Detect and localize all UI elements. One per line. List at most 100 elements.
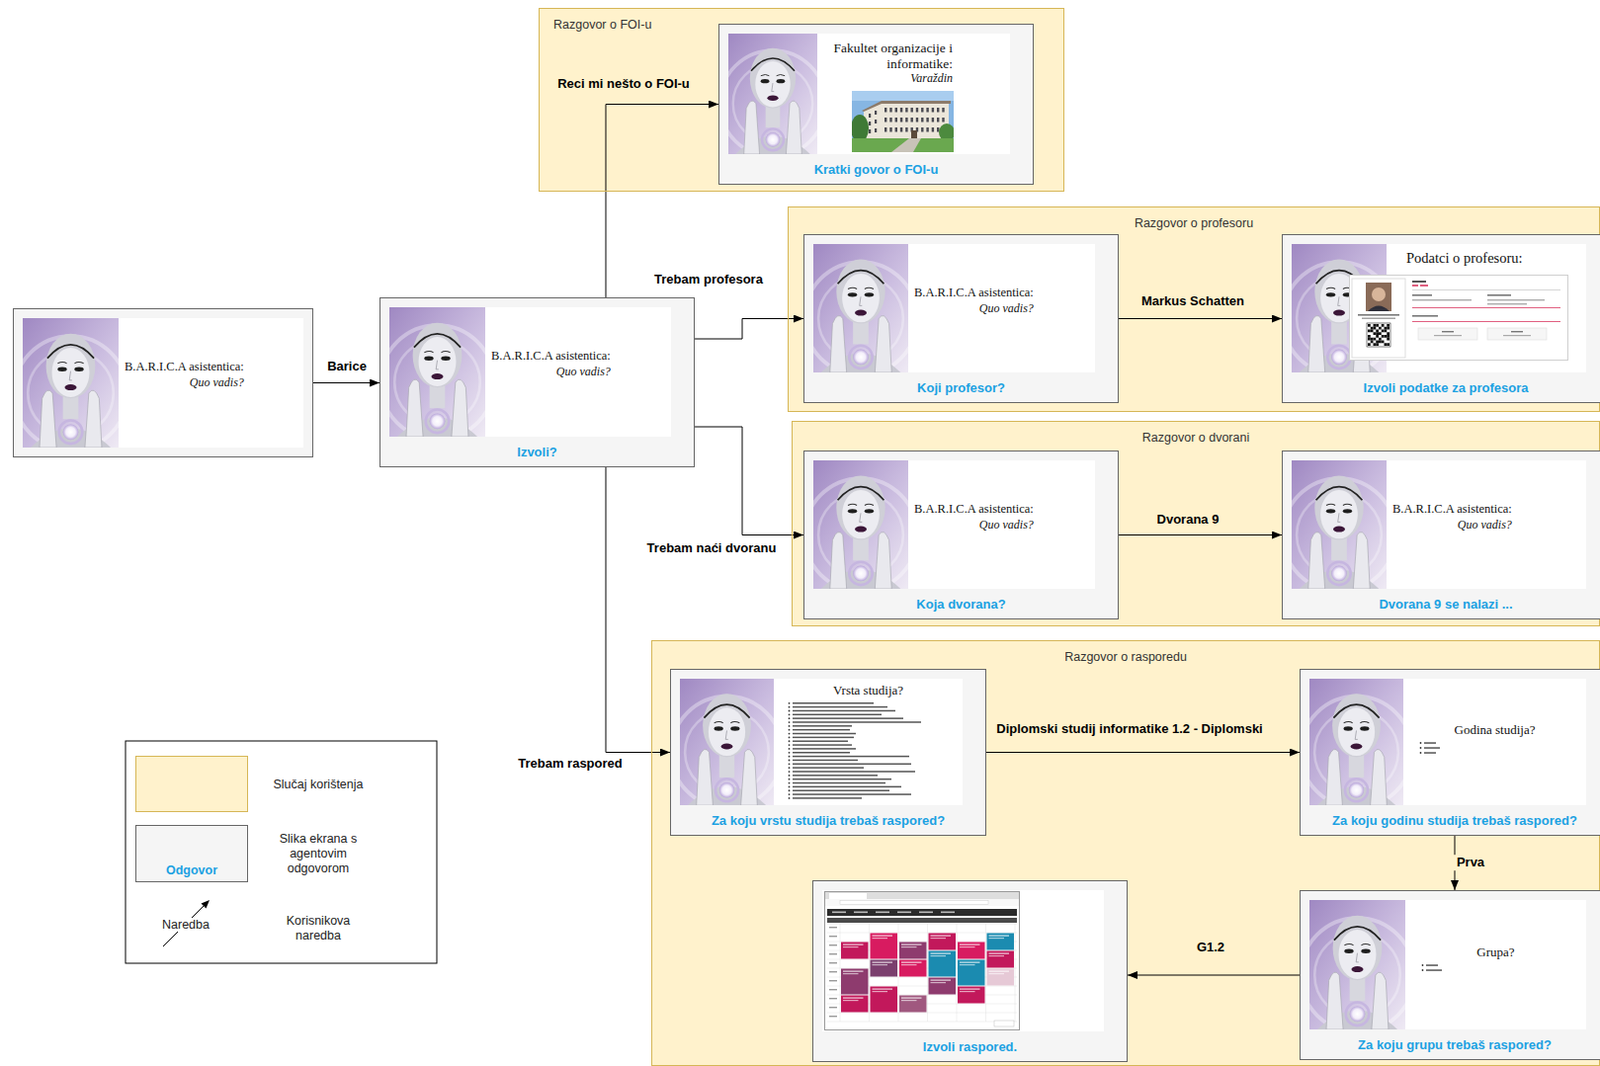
entry-text-line xyxy=(930,982,947,984)
list-line xyxy=(792,717,904,720)
time-label xyxy=(829,980,838,982)
greeting-heading: B.A.R.I.C.A asistentica: xyxy=(914,502,1034,518)
window xyxy=(926,127,928,133)
assistant-face xyxy=(1309,900,1406,1030)
list-line xyxy=(792,782,886,785)
window xyxy=(905,107,908,113)
assistant-face-image xyxy=(1309,900,1406,1030)
info-box xyxy=(1487,328,1547,340)
list-line xyxy=(792,721,922,724)
list-bullet xyxy=(1422,969,1425,972)
timetable-browser-screenshot xyxy=(824,891,1020,1031)
screenshot: Podatci o profesoru: xyxy=(1291,244,1587,373)
list-bullet xyxy=(1420,742,1423,745)
window xyxy=(931,107,934,113)
list-line xyxy=(792,763,912,766)
list-bullet xyxy=(1420,752,1423,755)
list-line xyxy=(792,759,858,762)
assistant-face xyxy=(389,307,486,437)
list-bullet xyxy=(788,737,791,740)
greeting-subtitle: Quo vadis? xyxy=(914,517,1034,534)
answer-caption: Za koju godinu studija trebaš raspored? xyxy=(1300,813,1600,829)
text-line xyxy=(1412,315,1438,318)
timetable-entry xyxy=(841,969,869,996)
list-bullet xyxy=(788,748,791,751)
grid-line xyxy=(898,924,900,1022)
qr-cell xyxy=(1384,342,1388,346)
list-line xyxy=(792,710,896,713)
entry-text-line xyxy=(959,989,981,991)
qr-cell xyxy=(1384,327,1388,331)
text-line xyxy=(1357,314,1400,317)
question-heading: Vrsta studija? xyxy=(773,682,963,699)
assistant-face xyxy=(1291,460,1387,590)
nav-item xyxy=(919,912,933,915)
entry-text-line xyxy=(959,964,976,966)
entry-text-line xyxy=(872,937,889,939)
use-case-band: Razgovor o rasporeduVrsta studija?Za koj… xyxy=(651,640,1600,1066)
grid-line xyxy=(827,1021,1017,1023)
sky xyxy=(851,90,954,101)
window xyxy=(921,107,924,113)
window xyxy=(900,127,903,133)
entry-text-line xyxy=(989,935,1011,937)
screen-box: B.A.R.I.C.A asistentica:Quo vadis?Koja d… xyxy=(803,450,1119,620)
assistant-face-image xyxy=(813,244,909,373)
nav-item xyxy=(940,912,955,915)
legend-sample-caption: Odgovor xyxy=(136,863,248,878)
screenshot: Godina studija? xyxy=(1309,678,1587,806)
greeting-block: B.A.R.I.C.A asistentica:Quo vadis? xyxy=(1392,502,1513,533)
assistant-face xyxy=(728,33,818,155)
question-heading: Godina studija? xyxy=(1403,722,1587,739)
greeting-subtitle: Quo vadis? xyxy=(914,301,1034,318)
qr-cell xyxy=(1367,324,1371,328)
screen-box: Vrsta studija?Za koju vrstu studija treb… xyxy=(670,669,987,837)
faculty-heading-block: Fakultet organizacije i informatike:Vara… xyxy=(814,40,953,87)
qr-cell xyxy=(1378,327,1382,331)
entry-text-line xyxy=(842,973,859,975)
grass xyxy=(851,138,954,153)
list-line xyxy=(792,733,856,736)
window xyxy=(884,117,887,123)
window xyxy=(916,107,919,113)
timetable-entry xyxy=(928,951,957,978)
greeting-heading: B.A.R.I.C.A asistentica: xyxy=(124,359,245,376)
timetable-entry xyxy=(870,933,899,960)
window xyxy=(874,110,877,115)
list-bullet xyxy=(788,729,791,732)
timetable-entry xyxy=(987,951,1015,969)
entry-text-line xyxy=(901,998,923,1000)
qr-cell xyxy=(1386,337,1390,341)
entry-text-line xyxy=(901,964,918,966)
list-line xyxy=(792,797,862,800)
grid-line xyxy=(926,924,928,1022)
command-arrow xyxy=(986,752,1300,754)
screen-box: Fakultet organizacije i informatike:Vara… xyxy=(718,23,1034,185)
command-arrow xyxy=(605,104,719,299)
list-bullet xyxy=(1422,964,1425,967)
greeting-subtitle: Quo vadis? xyxy=(491,364,611,381)
time-label xyxy=(829,1007,838,1009)
window xyxy=(936,107,939,113)
list-line xyxy=(792,756,910,758)
window xyxy=(905,117,908,123)
entry-text-line xyxy=(989,973,1006,975)
window xyxy=(926,117,928,123)
window xyxy=(895,117,898,123)
time-label xyxy=(829,944,838,946)
timetable-entry xyxy=(870,960,899,978)
screen-box: B.A.R.I.C.A asistentica:Quo vadis? xyxy=(12,308,314,458)
list-bullet xyxy=(788,762,791,765)
time-label xyxy=(829,998,838,1000)
answer-caption: Koji profesor? xyxy=(804,380,1118,396)
entry-text-line xyxy=(930,953,952,955)
faculty-city: Varaždin xyxy=(814,71,953,87)
badge xyxy=(1420,284,1429,287)
entry-text-line xyxy=(989,953,1011,955)
list-line xyxy=(792,766,864,769)
qr-cell xyxy=(1375,324,1379,328)
window xyxy=(889,107,892,113)
list-line xyxy=(792,702,874,705)
window xyxy=(889,127,892,133)
use-case-title: Razgovor o profesoru xyxy=(788,216,1600,231)
